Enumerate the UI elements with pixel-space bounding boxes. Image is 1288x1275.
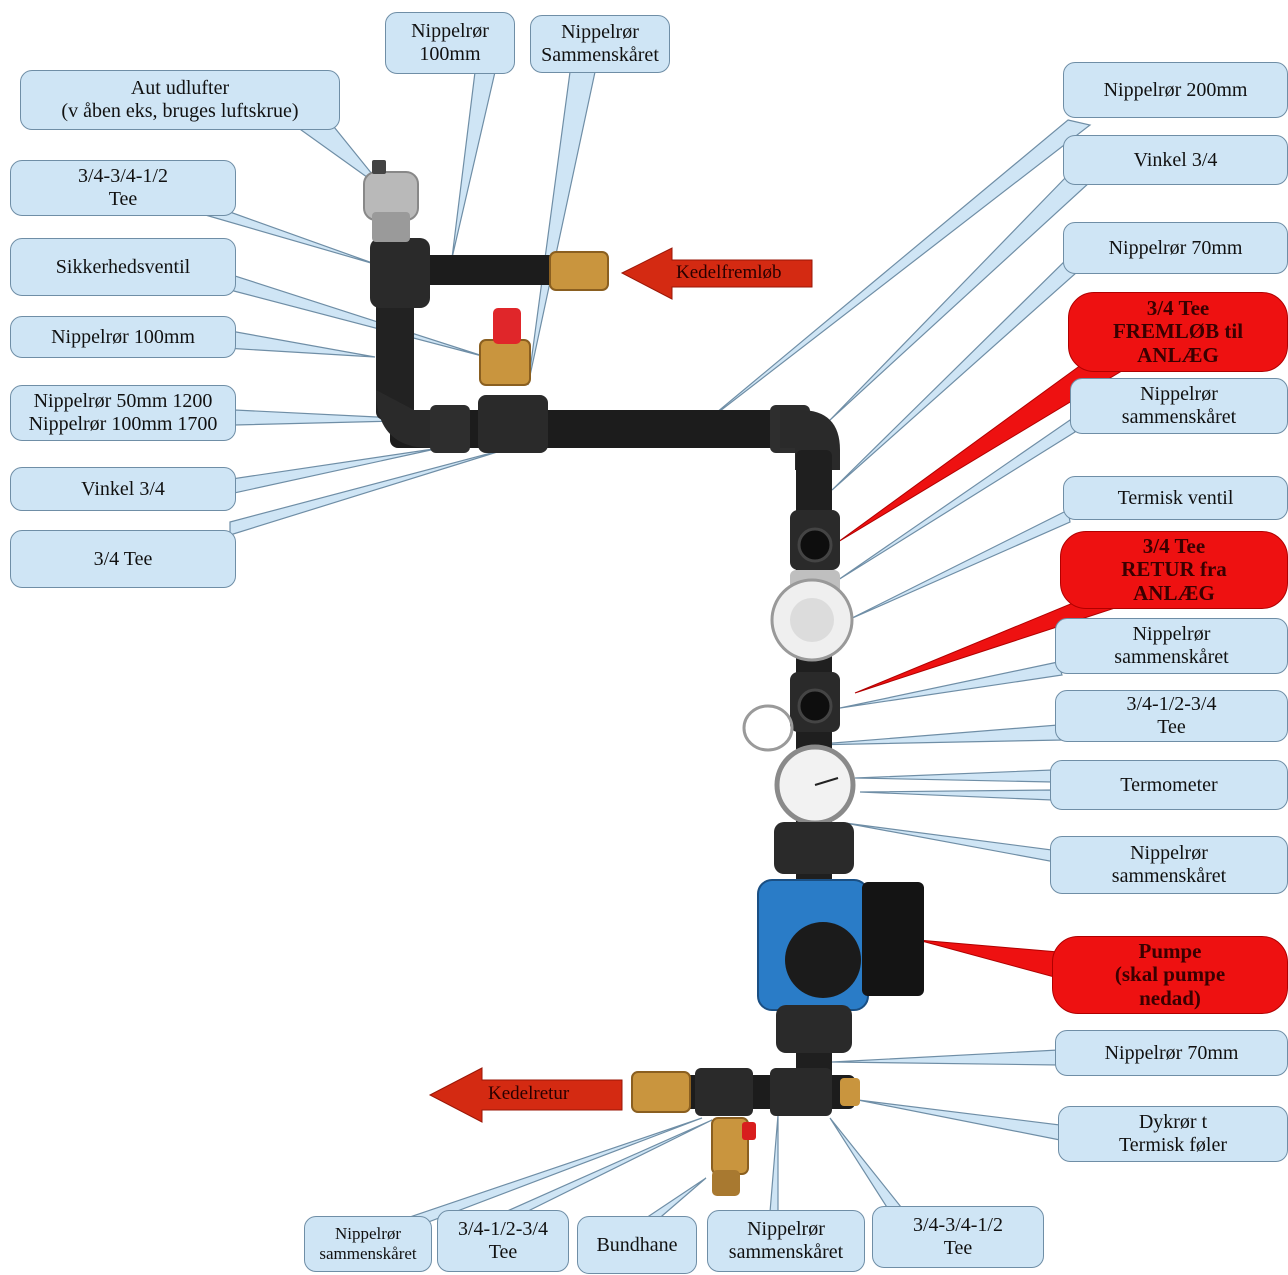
callout-bottom-tee-2: 3/4-3/4-1/2 Tee [872,1206,1044,1268]
callout-aut-udlufter: Aut udlufter (v åben eks, bruges luftskr… [20,70,340,130]
leader-termisk-ventil [847,509,1071,621]
callout-nippel-200: Nippelrør 200mm [1063,62,1288,118]
callout-vinkel-right: Vinkel 3/4 [1063,135,1288,185]
callout-termometer: Termometer [1050,760,1288,810]
bottom-tee-right [770,1068,832,1116]
safety-valve-cap [493,308,521,344]
callout-nippel-sammen-top: Nippelrør Sammenskåret [530,15,670,73]
retur-tee-opening [797,688,833,724]
fremlob-tee-opening [797,527,833,563]
callout-bundhane: Bundhane [577,1216,697,1274]
leader-nippel-100-top [451,71,496,259]
air-vent-cap [372,160,386,174]
brass-fitting-top [549,251,609,291]
callout-dykror: Dykrør t Termisk føler [1058,1106,1288,1162]
lower-coupling-1 [430,405,470,453]
leader-nippel-100-left [224,329,376,358]
safety-valve-body [479,339,531,386]
capillary-coil [742,704,794,752]
leader-nippel-70-bottom [831,1049,1059,1066]
callout-nippel-sammen-r1: Nippelrør sammenskåret [1070,378,1288,434]
leader-tee-left [229,447,511,536]
top-horizontal-pipe [395,255,560,285]
bottom-brass-right [840,1078,860,1106]
callout-bottom-tee-1: 3/4-1/2-3/4 Tee [437,1210,569,1272]
callout-nippel-70-right: Nippelrør 70mm [1063,222,1288,274]
callout-sikkerhedsventil: Sikkerhedsventil [10,238,236,296]
callout-tee-retur: 3/4 Tee RETUR fra ANLÆG [1060,531,1288,609]
kedel-fremlob-arrow [620,247,813,300]
warning-leaders [837,361,1122,979]
kedel-fremlob-label: Kedelfremløb [676,262,782,283]
leader-nippel-sammen-r1 [837,419,1076,581]
leader-bottom-nippel-2 [769,1114,779,1213]
leader-tee-right-small [807,724,1063,746]
leader-bottom-tee-2 [829,1117,907,1213]
bottom-tee-left [695,1068,753,1116]
leader-nippel-200 [697,119,1092,429]
air-vent-base [372,212,410,242]
drain-cock-outlet [712,1170,740,1196]
callout-bottom-nippel-sammen-1: Nippelrør sammenskåret [304,1216,432,1272]
left-elbow [376,390,445,448]
thermometer-needle [814,777,839,786]
bottom-brass-left [631,1071,691,1113]
kedel-retur-arrow [428,1067,623,1123]
pump-face [785,922,861,998]
callout-tee-fremlob: 3/4 Tee FREMLØB til ANLÆG [1068,292,1288,372]
callout-tee-left: 3/4 Tee [10,530,236,588]
leader-dykror [857,1099,1061,1141]
pipework [363,160,924,1196]
pump-union-top [774,822,854,874]
callout-nippel-70-bottom: Nippelrør 70mm [1055,1030,1288,1076]
callout-nippel-sammen-r2: Nippelrør sammenskåret [1055,618,1288,674]
callout-nippel-50-100: Nippelrør 50mm 1200 Nippelrør 100mm 1700 [10,385,236,441]
top-left-tee [370,238,430,308]
leader-nippel-sammen-r3 [844,822,1056,863]
lower-tee [478,395,548,453]
kedel-retur-label: Kedelretur [488,1083,570,1104]
leader-termometer-2 [859,789,1053,801]
callout-tee-right-small: 3/4-1/2-3/4 Tee [1055,690,1288,742]
leader-termometer [854,769,1053,783]
callout-termisk-ventil: Termisk ventil [1063,476,1288,520]
callout-bottom-nippel-sammen-2: Nippelrør sammenskåret [707,1210,865,1272]
callout-nippel-100-top: Nippelrør 100mm [385,12,515,74]
leader-bottom-tee-1 [503,1119,713,1216]
callout-pumpe: Pumpe (skal pumpe nedad) [1052,936,1288,1014]
flow-arrows [428,247,813,1123]
callout-tee-top-left: 3/4-3/4-1/2 Tee [10,160,236,216]
thermal-valve-center [790,598,834,642]
leader-nippel-sammen-top [527,71,596,386]
pump-control-box [862,882,924,996]
leader-lines [194,71,1092,1233]
callout-nippel-sammen-r3: Nippelrør sammenskåret [1050,836,1288,894]
pump-union-bottom [776,1005,852,1053]
callout-vinkel-left: Vinkel 3/4 [10,467,236,511]
leader-pumpe [917,939,1059,979]
leader-vinkel-left [224,447,441,496]
callout-nippel-100-left: Nippelrør 100mm [10,316,236,358]
drain-cock-handle [742,1122,756,1140]
